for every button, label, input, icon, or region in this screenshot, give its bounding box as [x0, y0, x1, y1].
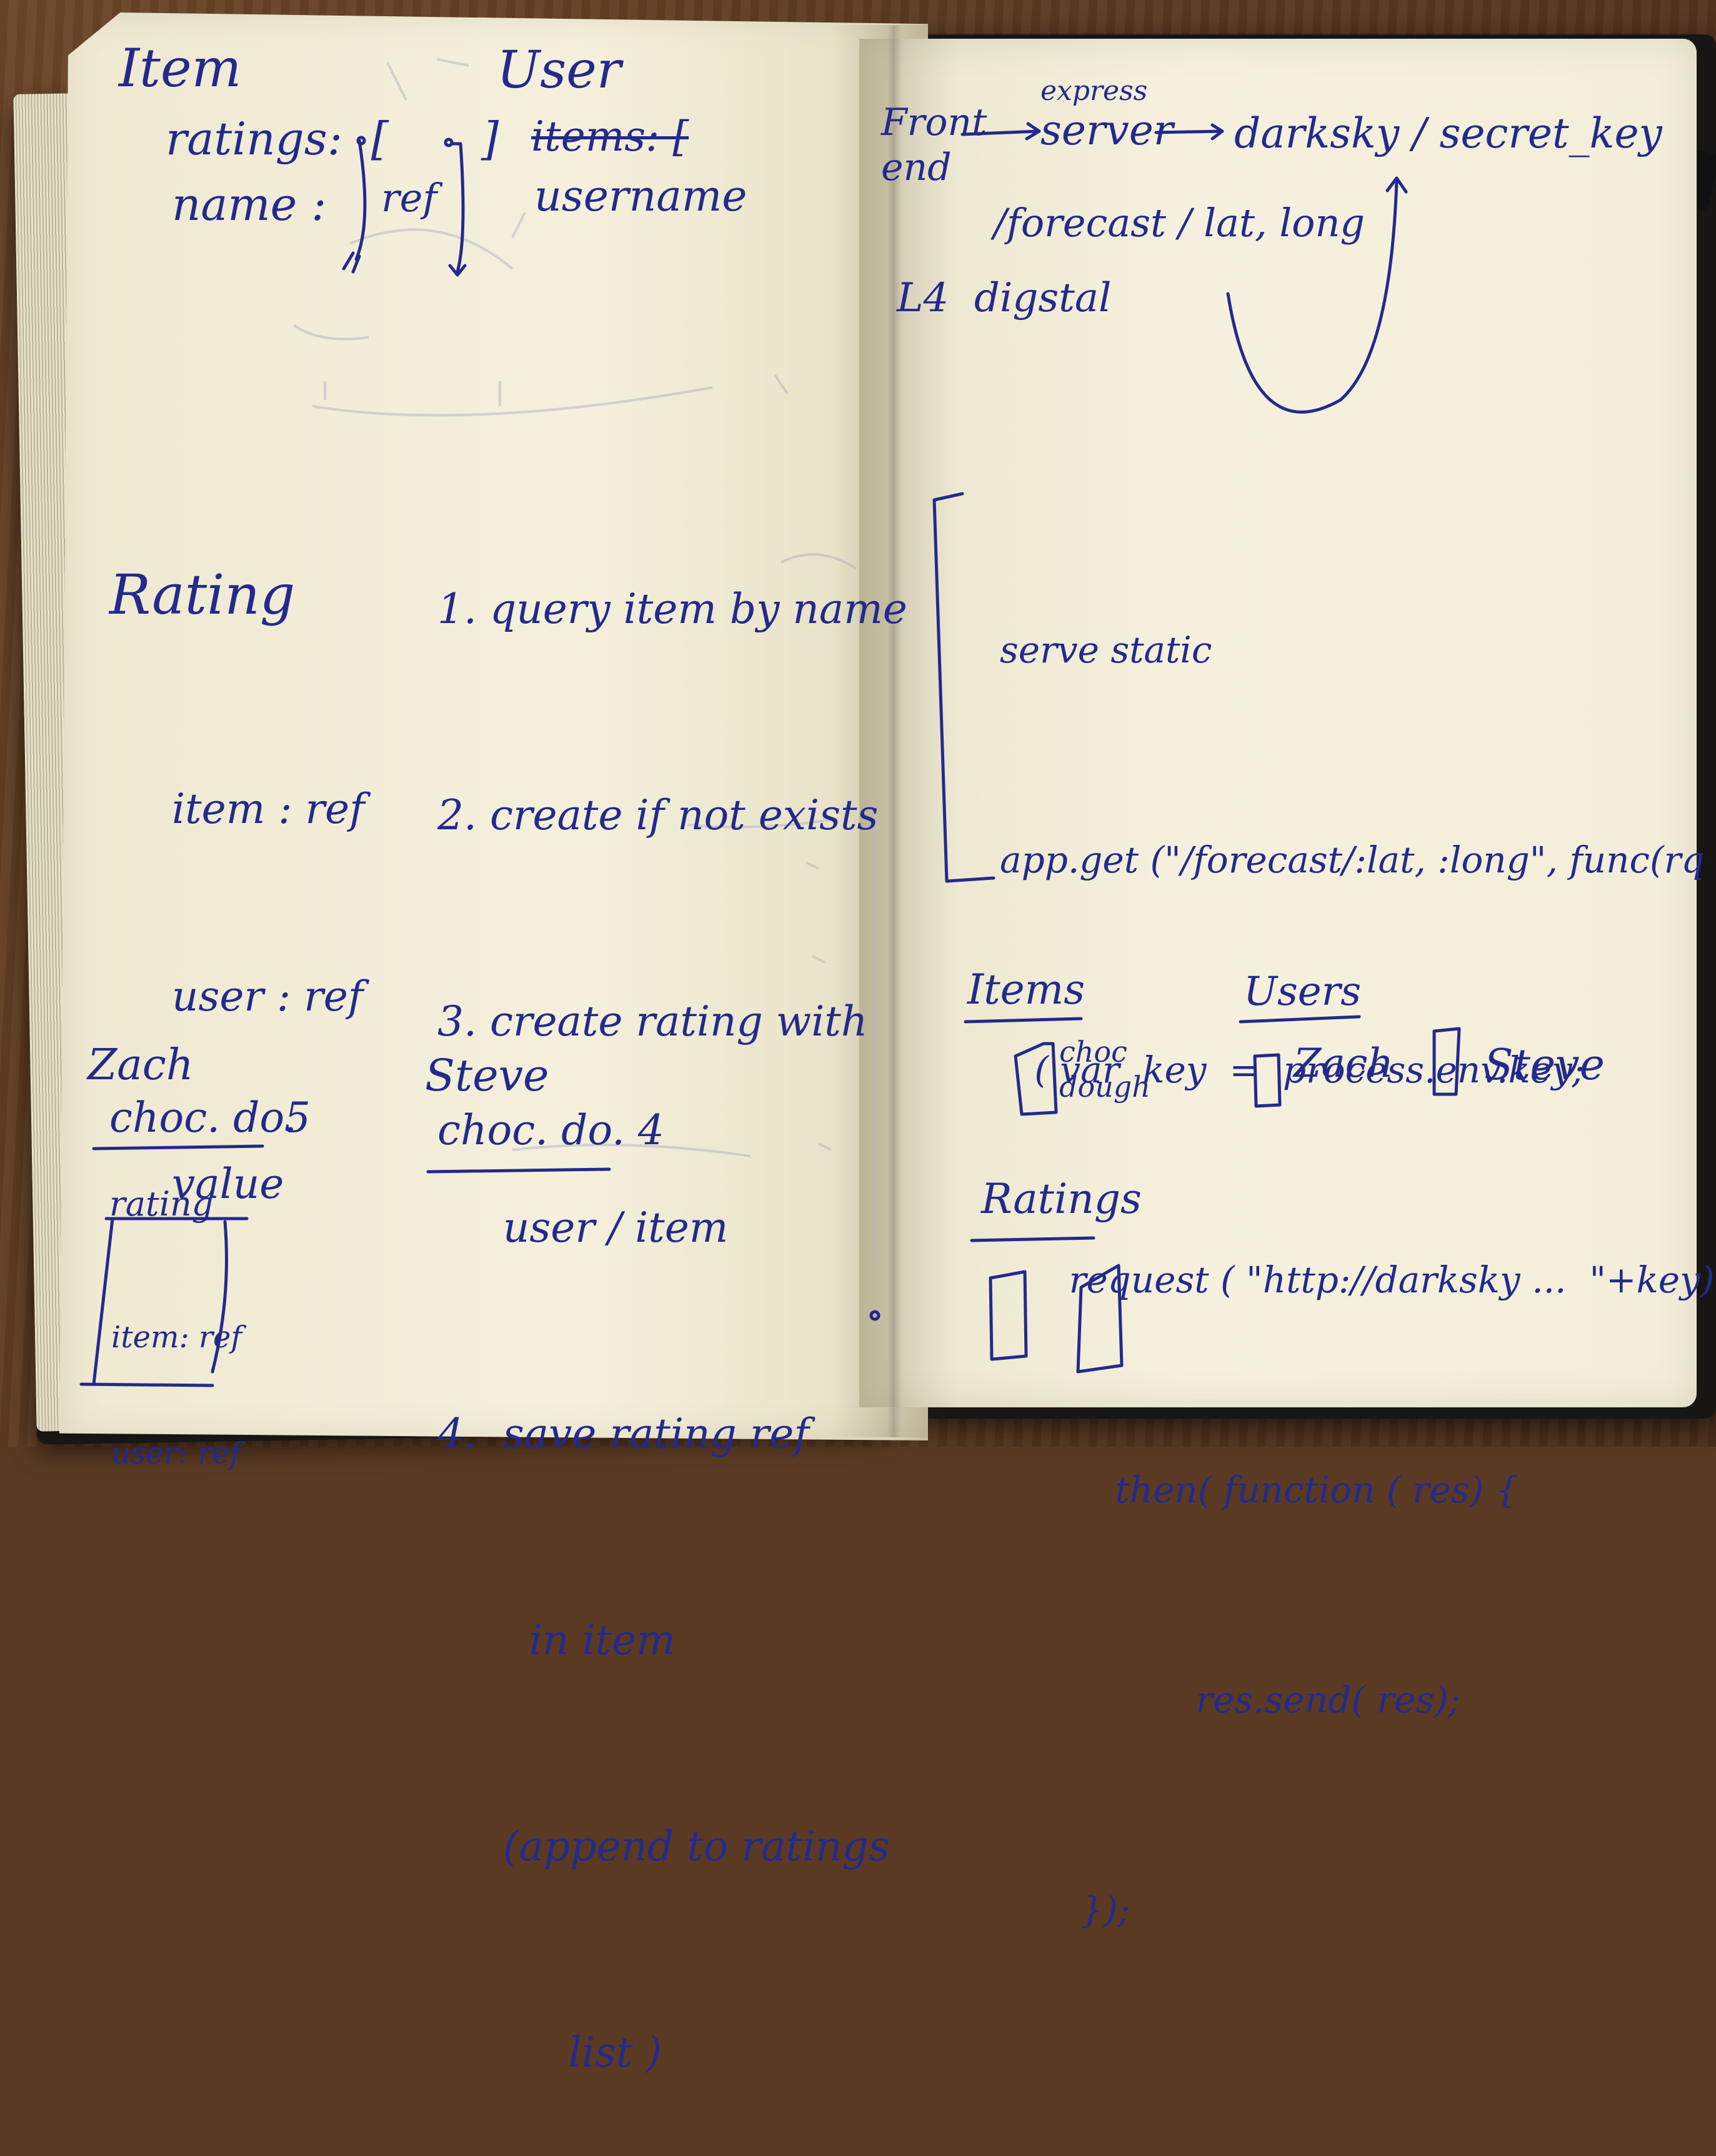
users-collection-label: Users	[1244, 969, 1362, 1015]
l4-note: L4 digstal	[897, 275, 1112, 321]
forecast-route-label: /forecast / lat, long	[994, 200, 1365, 246]
darksky-endpoint-label: darksky / secret_key	[1234, 109, 1662, 157]
zach-rating-value: 5	[284, 1094, 311, 1142]
rating-fields: item : ref user : ref value	[172, 653, 365, 1278]
rating-field: user : ref	[172, 972, 364, 1021]
code-line: then( function ( res) {	[1000, 1469, 1519, 1511]
left-page-sketch-lines	[79, 136, 880, 1387]
bleed-through-marks	[292, 58, 879, 1263]
item-ratings-field: ratings: [	[166, 112, 389, 165]
step-item: 2. create if not exists	[437, 791, 879, 839]
zach-label: Zach	[87, 1041, 194, 1090]
step-item: 3. create rating with	[437, 997, 868, 1046]
user-steve-label: Steve	[1484, 1041, 1605, 1090]
rating-model-title: Rating	[109, 562, 296, 627]
step-item: (append to ratings	[437, 1822, 890, 1870]
user-username-field: username	[534, 172, 747, 221]
ratings-collection-label: Ratings	[981, 1175, 1142, 1223]
items-entry-label: choc dough	[1059, 1035, 1150, 1104]
steve-rating-entry: choc. do. 4	[437, 1106, 664, 1154]
code-line: serve static	[1000, 629, 1212, 671]
item-ratings-close-bracket: ]	[481, 112, 499, 165]
express-label: express	[1040, 75, 1148, 107]
user-items-struck-field: items: [	[531, 112, 689, 161]
server-label: server	[1040, 106, 1174, 154]
user-zach-label: Zach	[1294, 1041, 1394, 1087]
step-item: 1. query item by name	[437, 585, 907, 633]
user-model-title: User	[497, 41, 621, 100]
items-collection-label: Items	[967, 966, 1085, 1014]
item-ref-label: ref	[381, 175, 437, 221]
steve-label: Steve	[425, 1050, 549, 1101]
front-end-label: Front end	[881, 101, 987, 189]
step-item: in item	[437, 1616, 676, 1664]
code-line: });	[1000, 1889, 1130, 1931]
step-item: user / item	[437, 1204, 729, 1252]
item-model-title: Item	[119, 37, 242, 99]
rating-field: value	[172, 1160, 284, 1208]
code-line: res.send( res);	[1000, 1679, 1461, 1721]
notebook-gutter	[831, 25, 956, 1437]
rating-field: item : ref	[172, 785, 365, 833]
right-page-sketch-lines	[932, 122, 1461, 1374]
right-page	[859, 39, 1697, 1407]
step-item: list )	[437, 2029, 662, 2077]
code-line: app.get ("/forecast/:lat, :long", func(r…	[1000, 839, 1716, 881]
item-name-field: name :	[172, 178, 327, 231]
left-page	[59, 12, 928, 1440]
zach-rating-entry: choc. do.	[109, 1094, 297, 1142]
